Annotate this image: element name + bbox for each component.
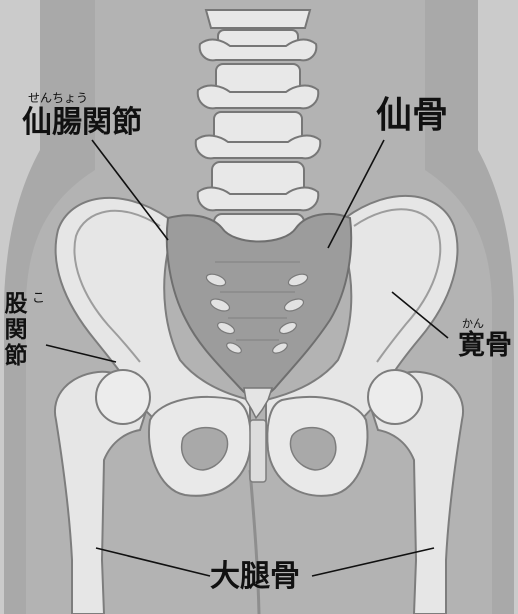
sacrum-label: 仙骨 [376, 98, 448, 134]
hip-joint-char-3: 節 [3, 344, 29, 370]
hip-joint-ruby: こ [32, 292, 45, 305]
sacroiliac-joint-label: 仙腸関節 [22, 108, 142, 138]
pubic-symphysis [250, 420, 266, 482]
hip-joint-char-2: 関 [3, 318, 29, 344]
lumbar-spine [196, 10, 321, 244]
femur-label: 大腿骨 [210, 562, 300, 592]
sacroiliac-joint-ruby: せんちょう [28, 92, 88, 104]
hip-joint-label: 股 関 節 [3, 292, 29, 369]
ilium-ruby: かん [462, 318, 484, 329]
hip-joint-char-1: 股 [3, 292, 29, 318]
ilium-label: 寛骨 [458, 332, 512, 359]
